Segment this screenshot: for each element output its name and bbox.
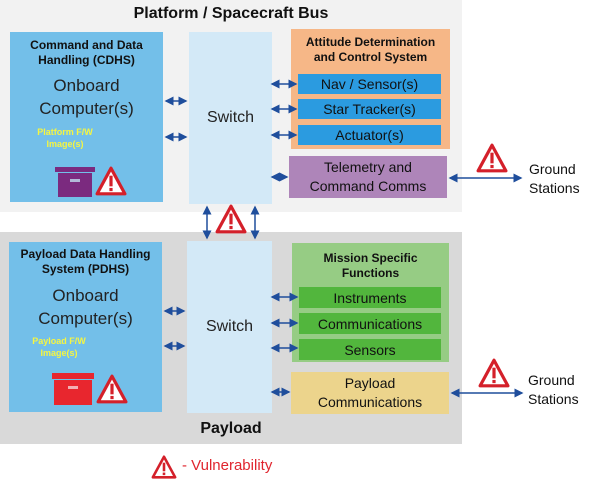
- pdhs-box: Payload Data Handling System (PDHS) Onbo…: [9, 242, 162, 412]
- tcc-line1: Telemetry and: [324, 159, 412, 175]
- ground-stations-payload: Ground Stations: [528, 371, 579, 409]
- adcs-item-label: Star Tracker(s): [323, 101, 416, 117]
- cdhs-obc-line2: Computer(s): [39, 99, 134, 118]
- platform-firmware-box-icon: [55, 167, 95, 197]
- cdhs-title-line1: Command and Data: [30, 38, 143, 52]
- msf-item-label: Communications: [317, 315, 423, 332]
- payload-switch-label: Switch: [205, 318, 254, 335]
- msf-title-line1: Mission Specific: [323, 251, 418, 265]
- telemetry-command-comms-box: Telemetry and Command Comms: [289, 156, 447, 198]
- payload-switch: Switch: [187, 241, 272, 413]
- msf-item-sensors: Sensors: [299, 339, 441, 360]
- warning-icon-tcc-ground: [476, 143, 508, 173]
- ground-line2: Stations: [528, 391, 579, 407]
- msf-title-line2: Functions: [341, 266, 400, 280]
- cdhs-fw-line1: Platform F/W: [37, 127, 93, 137]
- ground-line1: Ground: [528, 372, 575, 388]
- tcc-line2: Command Comms: [309, 178, 427, 194]
- warning-icon-bus-link: [215, 204, 247, 234]
- ground-stations-platform: Ground Stations: [529, 160, 580, 198]
- warning-icon-payload-ground: [478, 358, 510, 388]
- cdhs-fw-line2: Image(s): [46, 139, 84, 149]
- adcs-item-actuator: Actuator(s): [298, 125, 441, 145]
- adcs-item-label: Actuator(s): [335, 127, 404, 143]
- payload-title: Payload: [200, 420, 262, 437]
- warning-icon-legend: [151, 455, 177, 479]
- plc-line2: Communications: [317, 394, 423, 410]
- legend: - Vulnerability: [182, 457, 272, 474]
- cdhs-obc-line1: Onboard: [53, 76, 120, 95]
- msf-item-label: Sensors: [344, 341, 396, 358]
- warning-icon-payload-firmware: [96, 374, 128, 404]
- adcs-item-label: Nav / Sensor(s): [320, 76, 419, 92]
- msf-item-label: Instruments: [333, 289, 407, 306]
- adcs-title-line1: Attitude Determination: [305, 35, 436, 49]
- ground-line1: Ground: [529, 161, 576, 177]
- cdhs-title-line2: Handling (CDHS): [38, 53, 135, 67]
- platform-switch: Switch: [189, 32, 272, 204]
- adcs-item-nav-sensor: Nav / Sensor(s): [298, 74, 441, 94]
- pdhs-obc-line2: Computer(s): [38, 309, 133, 328]
- pdhs-fw-line2: Image(s): [40, 348, 78, 358]
- msf-item-communications: Communications: [299, 313, 441, 334]
- plc-line1: Payload: [344, 375, 396, 391]
- pdhs-obc-line1: Onboard: [52, 286, 119, 305]
- ground-line2: Stations: [529, 180, 580, 196]
- pdhs-fw-line1: Payload F/W: [32, 336, 86, 346]
- platform-switch-label: Switch: [206, 109, 255, 126]
- adcs-item-star-tracker: Star Tracker(s): [298, 99, 441, 119]
- payload-communications-box: Payload Communications: [291, 372, 449, 414]
- warning-icon-platform-firmware: [95, 166, 127, 196]
- platform-title: Platform / Spacecraft Bus: [133, 5, 329, 22]
- adcs-title-line2: and Control System: [313, 50, 428, 64]
- pdhs-title-line2: System (PDHS): [41, 262, 130, 276]
- pdhs-title-line1: Payload Data Handling: [20, 247, 151, 261]
- legend-label: - Vulnerability: [182, 457, 273, 474]
- payload-firmware-box-icon: [52, 373, 94, 405]
- msf-item-instruments: Instruments: [299, 287, 441, 308]
